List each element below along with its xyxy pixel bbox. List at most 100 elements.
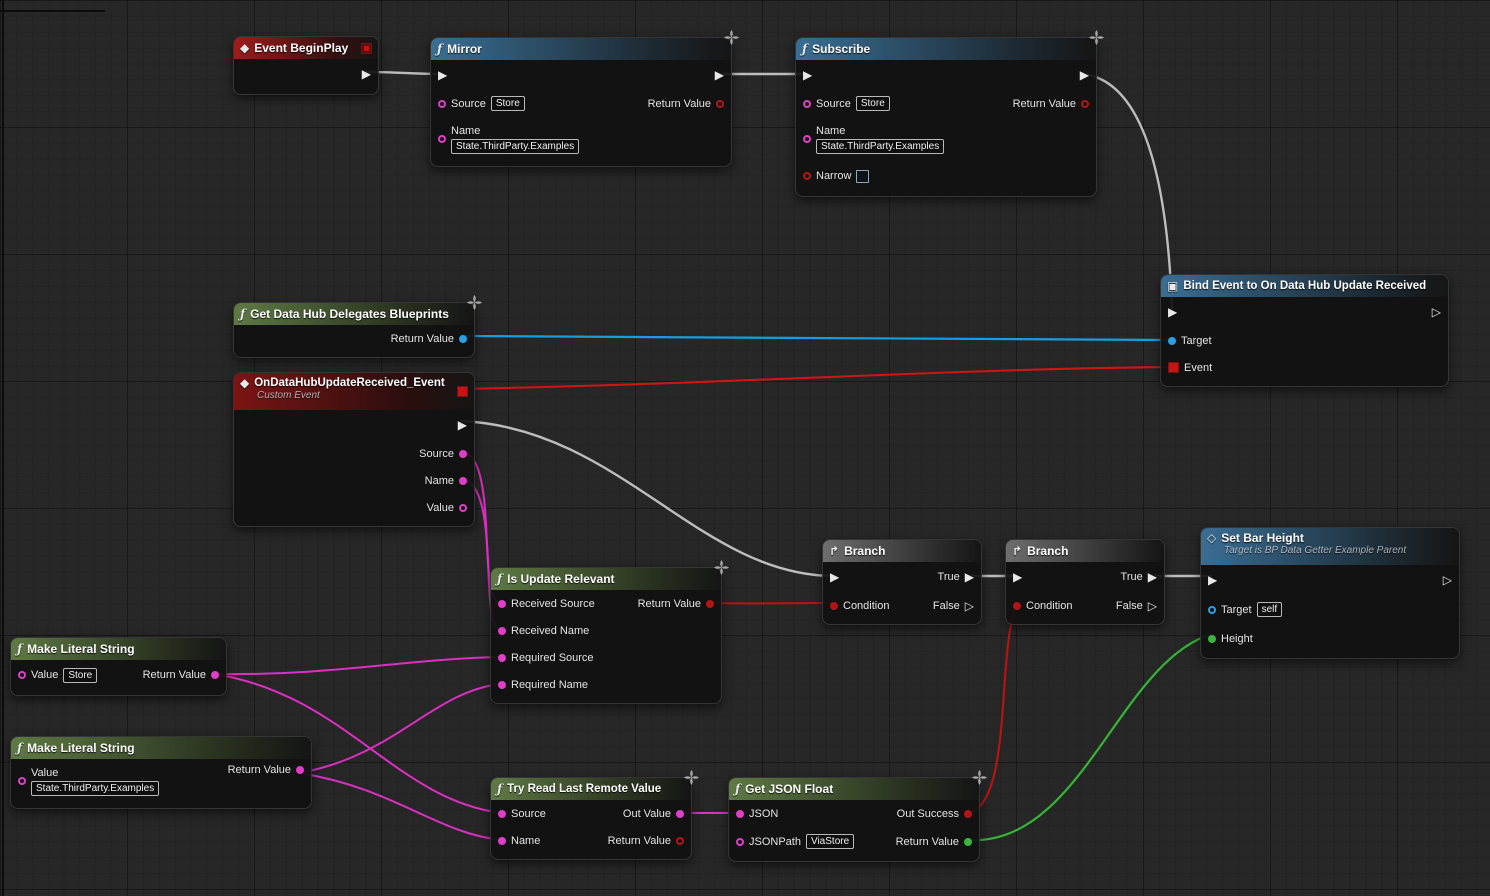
target-pin[interactable] [1208, 605, 1216, 614]
value-pin[interactable] [18, 777, 26, 785]
pin-label: Event [1184, 361, 1213, 374]
name-pin[interactable] [803, 135, 811, 143]
pin-label: Name [451, 124, 481, 137]
wire-string-store-to-requiredsource[interactable] [213, 656, 501, 676]
out-success-pin[interactable] [964, 809, 972, 818]
exec-out-pin[interactable]: ▶ [714, 68, 724, 82]
node-make-literal-string-path[interactable]: ƒ Make Literal String Value State.ThirdP… [10, 736, 312, 809]
exec-out-pin[interactable]: ▶ [1079, 68, 1089, 82]
received-name-pin[interactable] [498, 626, 506, 635]
value-field[interactable]: State.ThirdParty.Examples [31, 780, 160, 796]
source-pin[interactable] [438, 99, 446, 108]
node-mirror[interactable]: ƒ Mirror ▶ ▶ Source Store Return Value N… [430, 30, 739, 167]
return-value-pin[interactable] [716, 99, 724, 108]
condition-pin[interactable] [830, 601, 838, 610]
false-exec-pin[interactable]: ▷ [1147, 598, 1157, 613]
node-title: Bind Event to On Data Hub Update Receive… [1183, 280, 1427, 292]
target-pin[interactable] [1168, 336, 1176, 345]
wire-string-store-to-tryread-source[interactable] [213, 673, 503, 814]
pin-label: Return Value [227, 764, 291, 776]
name-pin[interactable] [498, 836, 506, 845]
pin-label: Value [31, 669, 59, 681]
pin-label: Source [451, 97, 486, 110]
source-field[interactable]: Store [855, 96, 890, 111]
pin-label: Return Value [1012, 97, 1076, 110]
out-value-pin[interactable] [676, 809, 684, 818]
return-value-pin[interactable] [706, 599, 714, 608]
name-out-pin[interactable] [459, 476, 467, 485]
node-header: ƒ Make Literal String [11, 737, 311, 759]
node-is-update-relevant[interactable]: ƒ Is Update Relevant Received Source Ret… [490, 560, 729, 704]
exec-in-pin[interactable]: ▶ [830, 570, 840, 584]
exec-in-pin[interactable]: ▶ [1013, 570, 1023, 584]
json-pin[interactable] [736, 809, 744, 818]
true-exec-pin[interactable]: ▶ [964, 570, 974, 584]
return-value-pin[interactable] [459, 334, 467, 343]
exec-out-pin[interactable]: ▶ [361, 67, 371, 81]
exec-in-pin[interactable]: ▶ [438, 68, 448, 82]
node-try-read-last-remote-value[interactable]: ƒ Try Read Last Remote Value Source Out … [490, 770, 699, 860]
wire-string-path-to-tryread-name[interactable] [298, 772, 503, 841]
jsonpath-field[interactable]: ViaStore [805, 834, 855, 849]
required-name-pin[interactable] [498, 680, 506, 689]
wire-object-getdelegates-to-bindevent-target[interactable] [459, 334, 1173, 342]
node-title: Mirror [447, 42, 482, 56]
source-out-pin[interactable] [459, 449, 467, 458]
return-value-pin[interactable] [211, 671, 219, 679]
wire-exec-customevent-to-branch1[interactable] [460, 419, 835, 578]
wire-float-returnvalue-to-height[interactable] [965, 632, 1213, 842]
pin-label: Height [1221, 632, 1253, 645]
return-value-pin[interactable] [296, 766, 304, 774]
false-exec-pin[interactable]: ▷ [964, 598, 974, 613]
wire-string-path-to-requiredname[interactable] [298, 683, 501, 774]
exec-out-pin[interactable]: ▷ [1431, 305, 1441, 319]
value-pin[interactable] [18, 671, 26, 679]
received-source-pin[interactable] [498, 599, 506, 608]
wire-delegate-customevent-to-bindevent-event[interactable] [462, 365, 1173, 391]
wire-bool-outsuccess-to-branch2-condition[interactable] [965, 604, 1018, 815]
required-source-pin[interactable] [498, 653, 506, 662]
exec-in-pin[interactable]: ▶ [803, 68, 813, 82]
value-field[interactable]: Store [63, 667, 98, 683]
source-pin[interactable] [803, 99, 811, 108]
return-value-pin[interactable] [1081, 99, 1089, 108]
pin-label: Return Value [607, 834, 671, 847]
narrow-checkbox[interactable] [856, 169, 870, 183]
node-set-bar-height[interactable]: ◇ Set Bar Height Target is BP Data Gette… [1200, 527, 1460, 659]
exec-in-pin[interactable]: ▶ [1208, 573, 1218, 587]
condition-pin[interactable] [1013, 601, 1021, 610]
exec-in-pin[interactable]: ▶ [1168, 305, 1178, 319]
pin-label: Value [31, 766, 59, 779]
event-delegate-pin[interactable] [1168, 362, 1179, 373]
return-value-pin[interactable] [964, 837, 972, 846]
name-field[interactable]: State.ThirdParty.Examples [816, 138, 945, 154]
node-title: Make Literal String [27, 741, 135, 755]
node-get-data-hub-delegates[interactable]: ƒ Get Data Hub Delegates Blueprints Retu… [233, 295, 482, 358]
node-make-literal-string-store[interactable]: ƒ Make Literal String Value Store Return… [10, 637, 227, 696]
node-subscribe[interactable]: ƒ Subscribe ▶ ▶ Source Store Return Valu… [795, 30, 1104, 197]
node-custom-event[interactable]: ◆ OnDataHubUpdateReceived_Event Custom E… [233, 372, 475, 527]
height-pin[interactable] [1208, 634, 1216, 643]
node-event-beginplay[interactable]: ◆ Event BeginPlay ▶ [233, 36, 379, 95]
exec-out-pin[interactable]: ▶ [457, 418, 467, 432]
name-field[interactable]: State.ThirdParty.Examples [451, 138, 580, 154]
pin-label: Return Value [637, 597, 701, 610]
node-branch-2[interactable]: ↱ Branch ▶ True ▶ Condition False ▷ [1005, 539, 1165, 625]
node-bind-event[interactable]: ▣ Bind Event to On Data Hub Update Recei… [1160, 274, 1449, 387]
node-title: Is Update Relevant [507, 572, 615, 586]
value-out-pin[interactable] [459, 503, 467, 512]
node-get-json-float[interactable]: ƒ Get JSON Float JSON Out Success JSONPa… [728, 770, 987, 862]
jsonpath-pin[interactable] [736, 837, 744, 846]
name-pin[interactable] [438, 135, 446, 143]
source-field[interactable]: Store [490, 96, 525, 111]
source-pin[interactable] [498, 809, 506, 818]
true-exec-pin[interactable]: ▶ [1147, 570, 1157, 584]
narrow-pin[interactable] [803, 172, 811, 180]
delegate-pin[interactable] [361, 43, 372, 54]
exec-out-pin[interactable]: ▷ [1442, 573, 1452, 587]
target-field[interactable]: self [1256, 602, 1283, 617]
delegate-pin[interactable] [457, 386, 468, 397]
return-value-pin[interactable] [676, 836, 684, 845]
wire-exec-subscribe-to-bindevent[interactable] [1082, 72, 1174, 310]
node-branch-1[interactable]: ↱ Branch ▶ True ▶ Condition False ▷ [822, 539, 982, 625]
